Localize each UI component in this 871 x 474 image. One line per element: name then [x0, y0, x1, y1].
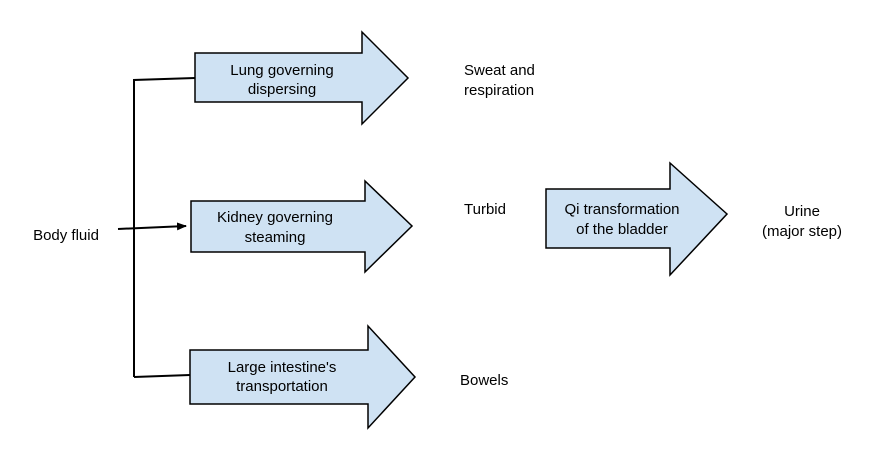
- process-arrow-bladder: Qi transformation of the bladder: [545, 161, 729, 277]
- kidney-connector: [117, 222, 187, 231]
- output-turbid: Turbid: [464, 201, 506, 218]
- arrow-label-line2: of the bladder: [576, 221, 668, 238]
- process-arrow-kidney: Kidney governing steaming: [190, 179, 414, 274]
- arrow-label-line2: steaming: [245, 229, 306, 246]
- arrow-label-line1: Kidney governing: [217, 209, 333, 226]
- output-urine: Urine (major step): [762, 203, 842, 240]
- process-arrow-large-intestine: Large intestine's transportation: [189, 324, 417, 430]
- process-arrow-lung: Lung governing dispersing: [194, 30, 410, 126]
- output-label-line1: Urine: [784, 203, 820, 220]
- bowels-connector: [133, 374, 191, 378]
- output-label-line1: Turbid: [464, 201, 506, 218]
- arrow-shape: [189, 324, 417, 430]
- connector-lines: [117, 77, 196, 378]
- output-label-line2: (major step): [762, 223, 842, 240]
- output-label-line1: Bowels: [460, 372, 508, 389]
- output-label-line1: Sweat and: [464, 62, 535, 79]
- arrow-label-line1: Large intestine's: [228, 359, 337, 376]
- arrow-shape: [194, 30, 410, 126]
- output-bowels: Bowels: [460, 372, 508, 389]
- output-label-line2: respiration: [464, 82, 534, 99]
- arrow-label-line2: dispersing: [248, 81, 316, 98]
- arrow-label-line2: transportation: [236, 378, 328, 395]
- arrow-label-line1: Lung governing: [230, 62, 333, 79]
- body-fluid-label: Body fluid: [33, 227, 99, 244]
- lung-connector: [133, 77, 196, 377]
- arrow-shape: [545, 161, 729, 277]
- arrow-shape: [190, 179, 414, 274]
- output-sweat-respiration: Sweat and respiration: [464, 62, 535, 99]
- arrow-label-line1: Qi transformation: [564, 201, 679, 218]
